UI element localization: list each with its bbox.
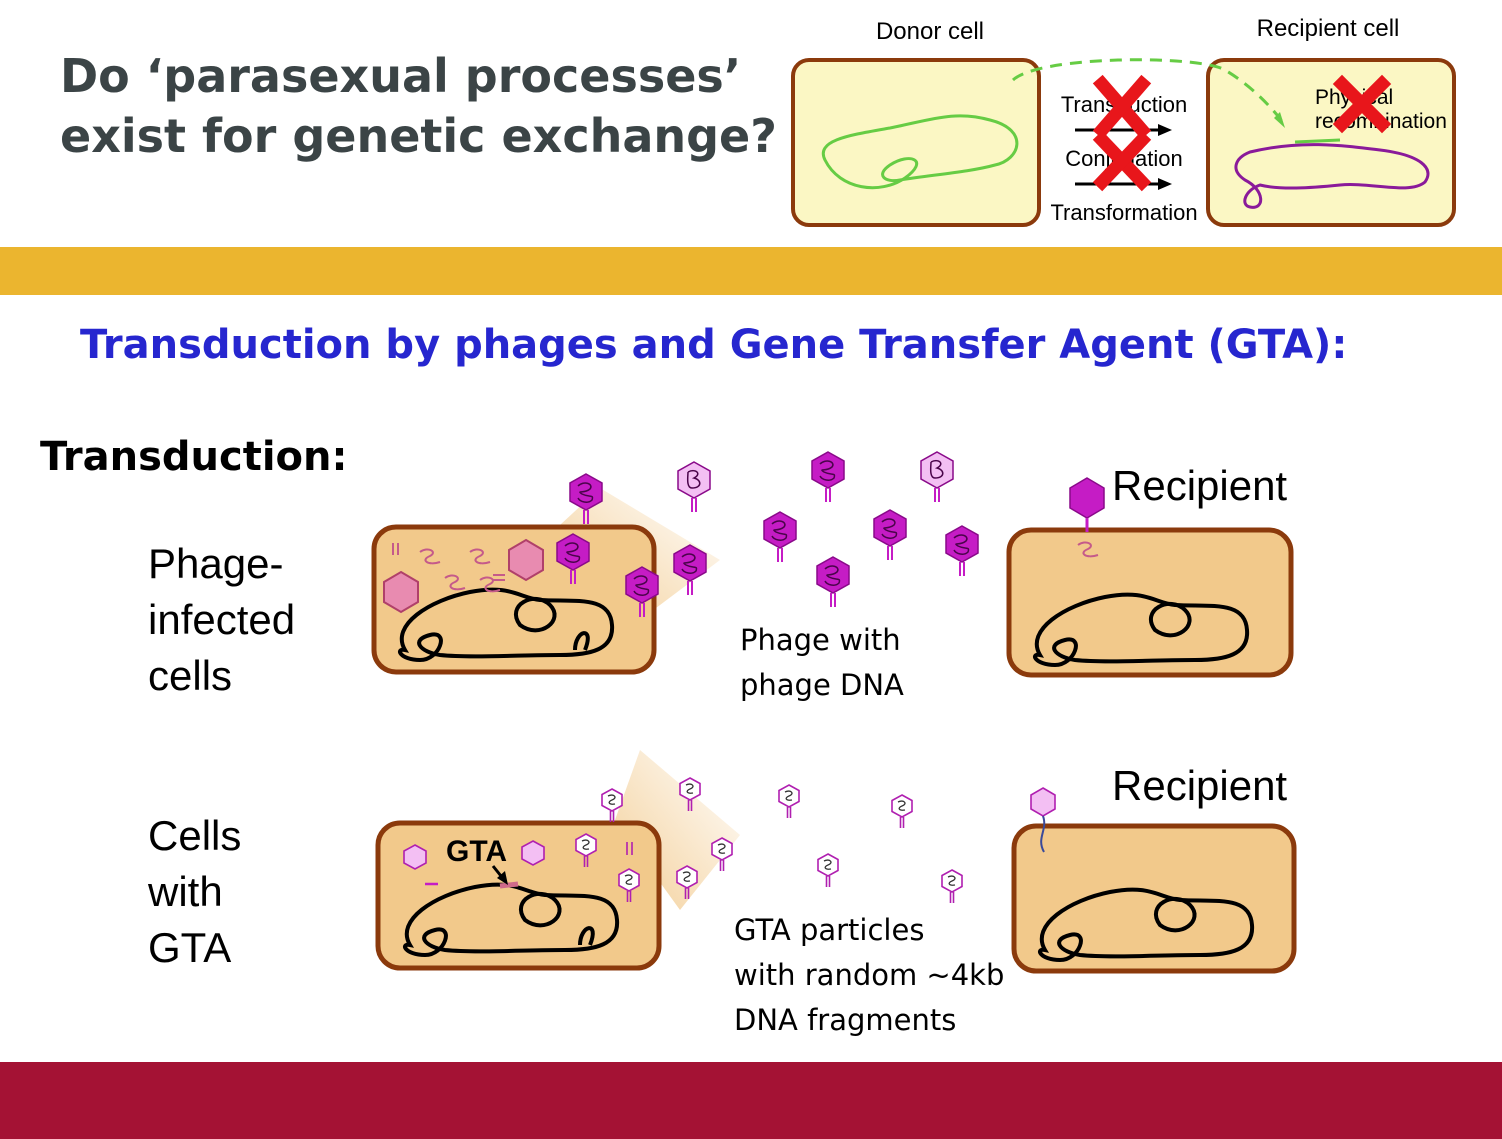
slide-title: Do ‘parasexual processes’ exist for gene… <box>60 46 780 166</box>
cross-transduction <box>1092 74 1152 140</box>
gta-cell-chromosome-loop2 <box>578 926 595 946</box>
phage-icon <box>812 452 844 502</box>
gta-gene-marker <box>499 881 519 889</box>
gta-capsid-icon <box>521 840 545 866</box>
recipient-dna <box>1234 143 1430 209</box>
recombined-segment <box>1294 138 1341 144</box>
gta-tag: GTA <box>446 835 507 868</box>
gta-cell-chromosome <box>403 882 620 958</box>
injected-gta-dna <box>1040 815 1046 853</box>
recipient-cell-gta <box>1011 823 1297 974</box>
donor-cell-label: Donor cell <box>876 18 984 45</box>
subtitle: Transduction by phages and Gene Transfer… <box>80 322 1348 368</box>
recipient-chromosome-loop-gta <box>1154 897 1197 933</box>
gta-particle-icon <box>941 869 963 904</box>
gold-divider-band <box>0 247 1502 295</box>
phage-empty-icon <box>921 452 953 502</box>
recipient-cell-phage <box>1006 527 1294 678</box>
title-line-2: exist for genetic exchange? <box>60 109 777 163</box>
phage-cell-chromosome-loop2 <box>573 631 590 651</box>
phage-icon <box>764 512 796 562</box>
caption-phage: Phage with phage DNA <box>740 623 904 702</box>
gta-particle-icon <box>778 784 800 819</box>
transfer-arrow-path <box>1011 58 1287 126</box>
capsid-icon <box>383 570 419 614</box>
phage-icon <box>817 557 849 607</box>
phage-icon <box>874 510 906 560</box>
row-label-gta: Cells with GTA <box>148 812 242 971</box>
caption-gta: GTA particles with random ~4kb DNA fragm… <box>734 913 1005 1037</box>
gta-particle-icon <box>891 794 913 829</box>
donor-dna <box>821 114 1019 190</box>
arrowhead-conjugation <box>1158 178 1172 190</box>
attached-gta-icon <box>1030 787 1056 817</box>
gta-cell <box>375 820 662 971</box>
donor-recipient-diagram: Donor cell Recipient cell Transduction C… <box>791 15 1456 227</box>
gta-particle-icon <box>817 853 839 888</box>
transformation-label: Transformation <box>1050 200 1197 225</box>
lysis-burst-gta <box>615 750 740 910</box>
recipient-cell-label: Recipient cell <box>1257 15 1400 42</box>
phage-dna-fragments <box>392 543 505 593</box>
cross-recombination <box>1332 74 1392 134</box>
recipient-chromosome-phage <box>1033 592 1250 668</box>
phage-empty-icon <box>678 462 710 512</box>
phage-cell-chromosome-loop <box>514 597 557 633</box>
gta-capsid-icon <box>403 844 427 870</box>
transfer-arrow-head <box>1274 112 1285 128</box>
gta-cell-chromosome-loop <box>519 892 562 928</box>
attached-phage-icon <box>1069 477 1105 519</box>
injected-phage-dna <box>1077 541 1099 558</box>
recipient-chromosome-loop-phage <box>1149 602 1192 638</box>
recipient-label-gta: Recipient <box>1112 762 1288 809</box>
footer-band <box>0 1062 1502 1139</box>
section-label: Transduction: <box>40 434 348 480</box>
gta-pointer-head <box>497 871 508 885</box>
row-label-phage: Phage- infected cells <box>148 540 296 699</box>
arrowhead-transduction <box>1158 124 1172 136</box>
cross-conjugation <box>1092 130 1152 192</box>
capsid-icon <box>508 538 544 582</box>
phage-icon <box>946 526 978 576</box>
recipient-chromosome-gta <box>1038 887 1255 963</box>
recipient-cell-small <box>1206 58 1456 227</box>
title-line-1: Do ‘parasexual processes’ <box>60 49 742 103</box>
recipient-label-phage: Recipient <box>1112 462 1288 509</box>
gta-fragment <box>626 842 633 855</box>
